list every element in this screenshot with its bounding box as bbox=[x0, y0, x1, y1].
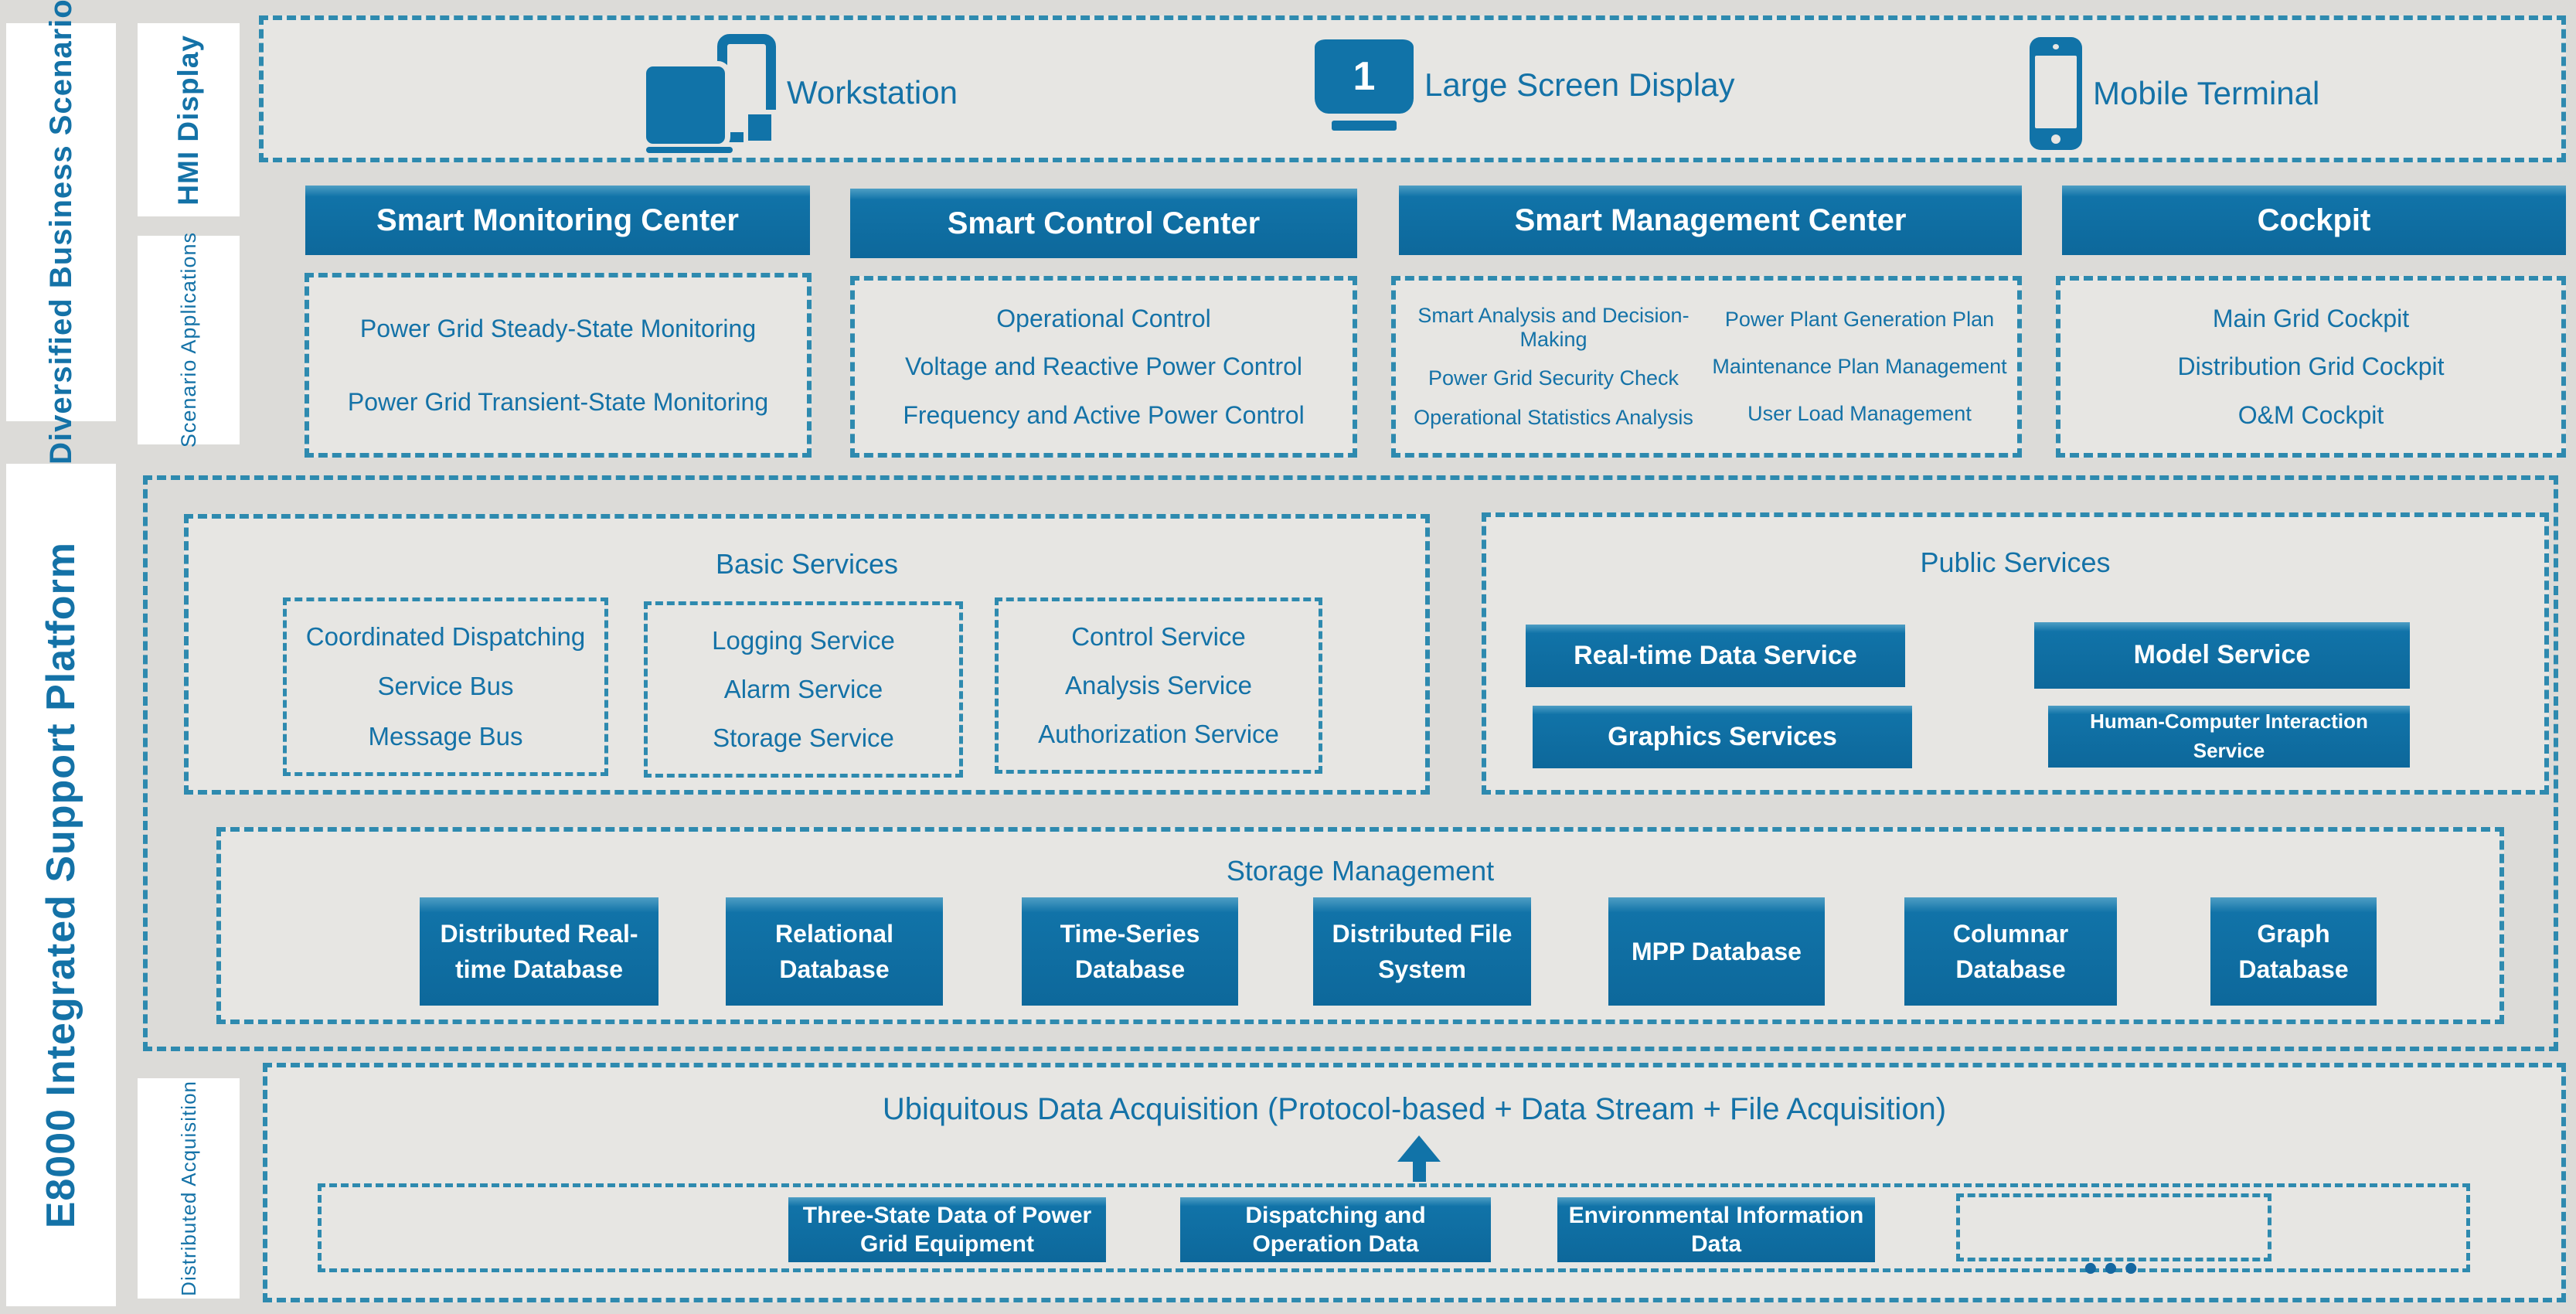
db-mpp: MPP Database bbox=[1608, 897, 1825, 1006]
scenario-item: Power Grid Transient-State Monitoring bbox=[347, 388, 769, 417]
basic-services-group-control: Control Service Analysis Service Authori… bbox=[995, 597, 1322, 774]
management-item: Power Grid Security Check bbox=[1428, 366, 1679, 390]
rail-hmi-display: HMI Display bbox=[138, 23, 240, 216]
rail-hmi-label: HMI Display bbox=[172, 34, 204, 206]
db-graph: Graph Database bbox=[2210, 897, 2377, 1006]
arrow-up-icon bbox=[1397, 1135, 1441, 1182]
basic-services-group-bus: Coordinated Dispatching Service Bus Mess… bbox=[283, 597, 608, 776]
source-dispatching-operation-data: Dispatching and Operation Data bbox=[1180, 1197, 1491, 1262]
scenario-box-cockpit: Main Grid Cockpit Distribution Grid Cock… bbox=[2056, 276, 2566, 458]
hmi-workstation: Workstation bbox=[646, 34, 958, 153]
scenario-item: O&M Cockpit bbox=[2237, 400, 2384, 429]
large-screen-badge: 1 bbox=[1315, 39, 1414, 114]
source-three-state-data: Three-State Data of Power Grid Equipment bbox=[788, 1197, 1106, 1262]
service-item: Analysis Service bbox=[1064, 670, 1253, 700]
service-item: Authorization Service bbox=[1038, 720, 1279, 749]
rail-distributed-acquisition: Distributed Acquisition bbox=[138, 1078, 240, 1299]
service-item: Coordinated Dispatching bbox=[305, 622, 586, 652]
service-item: Storage Service bbox=[713, 723, 894, 753]
db-distributed-file-system: Distributed File System bbox=[1313, 897, 1531, 1006]
button-model-service: Model Service bbox=[2034, 622, 2410, 689]
scenario-item: Frequency and Active Power Control bbox=[903, 400, 1305, 429]
rail-scenario-label: Scenario Applications bbox=[176, 232, 200, 448]
scenario-item: Operational Control bbox=[996, 304, 1211, 332]
acquisition-title: Ubiquitous Data Acquisition (Protocol-ba… bbox=[882, 1092, 1947, 1126]
button-hci-service: Human-Computer Interaction Service bbox=[2048, 706, 2410, 768]
rail-acquisition-label: Distributed Acquisition bbox=[176, 1081, 200, 1296]
sidebar-platform-label: E8000 Integrated Support Platform bbox=[39, 541, 83, 1229]
service-item: Service Bus bbox=[377, 672, 514, 701]
large-screen-display-icon: 1 bbox=[1315, 39, 1414, 131]
data-acquisition-box: Ubiquitous Data Acquisition (Protocol-ba… bbox=[263, 1063, 2566, 1302]
scenario-item: Voltage and Reactive Power Control bbox=[904, 352, 1303, 381]
db-time-series: Time-Series Database bbox=[1022, 897, 1238, 1006]
management-item: Power Plant Generation Plan bbox=[1724, 307, 1995, 331]
hmi-display-row: Workstation 1 Large Screen Display Mobil… bbox=[259, 15, 2566, 162]
hmi-workstation-label: Workstation bbox=[787, 74, 958, 111]
header-cockpit: Cockpit bbox=[2062, 186, 2566, 255]
management-item: Smart Analysis and Decision-Making bbox=[1417, 303, 1690, 351]
db-relational: Relational Database bbox=[726, 897, 943, 1006]
scenario-box-monitoring: Power Grid Steady-State Monitoring Power… bbox=[305, 273, 812, 458]
db-columnar: Columnar Database bbox=[1904, 897, 2117, 1006]
service-item: Logging Service bbox=[712, 625, 895, 655]
public-services-box: Public Services Real-time Data Service M… bbox=[1482, 512, 2549, 795]
source-environmental-information-data: Environmental Information Data bbox=[1557, 1197, 1875, 1262]
basic-services-box: Basic Services Coordinated Dispatching S… bbox=[184, 514, 1430, 795]
sidebar-business-scenarios: Diversified Business Scenarios bbox=[6, 0, 116, 464]
db-distributed-realtime: Distributed Real-time Database bbox=[420, 897, 658, 1006]
button-graphics-services: Graphics Services bbox=[1533, 706, 1912, 768]
scenario-box-management: Smart Analysis and Decision-Making Power… bbox=[1391, 276, 2022, 458]
storage-management-box: Storage Management Distributed Real-time… bbox=[216, 827, 2504, 1024]
service-item: Message Bus bbox=[368, 721, 523, 751]
mobile-terminal-icon bbox=[2030, 37, 2082, 150]
hmi-large-screen: 1 Large Screen Display bbox=[1315, 39, 1735, 131]
service-item: Alarm Service bbox=[723, 674, 883, 703]
storage-title: Storage Management bbox=[1226, 855, 1495, 887]
button-realtime-data-service: Real-time Data Service bbox=[1526, 625, 1905, 687]
service-item: Control Service bbox=[1071, 621, 1246, 651]
platform-outer-box bbox=[143, 475, 2558, 1051]
rail-scenario-applications: Scenario Applications bbox=[138, 232, 240, 448]
header-smart-monitoring-center: Smart Monitoring Center bbox=[305, 186, 810, 255]
header-smart-control-center: Smart Control Center bbox=[850, 189, 1357, 258]
header-smart-management-center: Smart Management Center bbox=[1399, 186, 2022, 255]
management-item: Operational Statistics Analysis bbox=[1414, 406, 1693, 430]
hmi-large-screen-label: Large Screen Display bbox=[1424, 66, 1735, 103]
sidebar-business-label: Diversified Business Scenarios bbox=[43, 0, 78, 465]
hmi-mobile-label: Mobile Terminal bbox=[2093, 75, 2320, 111]
basic-services-group-logging: Logging Service Alarm Service Storage Se… bbox=[644, 601, 963, 778]
scenario-item: Power Grid Steady-State Monitoring bbox=[359, 314, 757, 342]
scenario-item: Distribution Grid Cockpit bbox=[2177, 352, 2445, 381]
basic-services-title: Basic Services bbox=[715, 548, 899, 580]
workstation-icon bbox=[646, 34, 776, 153]
hmi-mobile-terminal: Mobile Terminal bbox=[2030, 37, 2319, 150]
management-item: User Load Management bbox=[1747, 401, 1972, 425]
public-services-title: Public Services bbox=[1920, 546, 2111, 578]
scenario-item: Main Grid Cockpit bbox=[2212, 304, 2410, 332]
sidebar-platform: E8000 Integrated Support Platform bbox=[6, 464, 116, 1306]
scenario-box-control: Operational Control Voltage and Reactive… bbox=[850, 276, 1357, 458]
acquisition-sources-box: Three-State Data of Power Grid Equipment… bbox=[318, 1183, 2470, 1288]
source-more-box: ••• bbox=[1956, 1193, 2271, 1288]
management-item: Maintenance Plan Management bbox=[1712, 354, 2007, 378]
